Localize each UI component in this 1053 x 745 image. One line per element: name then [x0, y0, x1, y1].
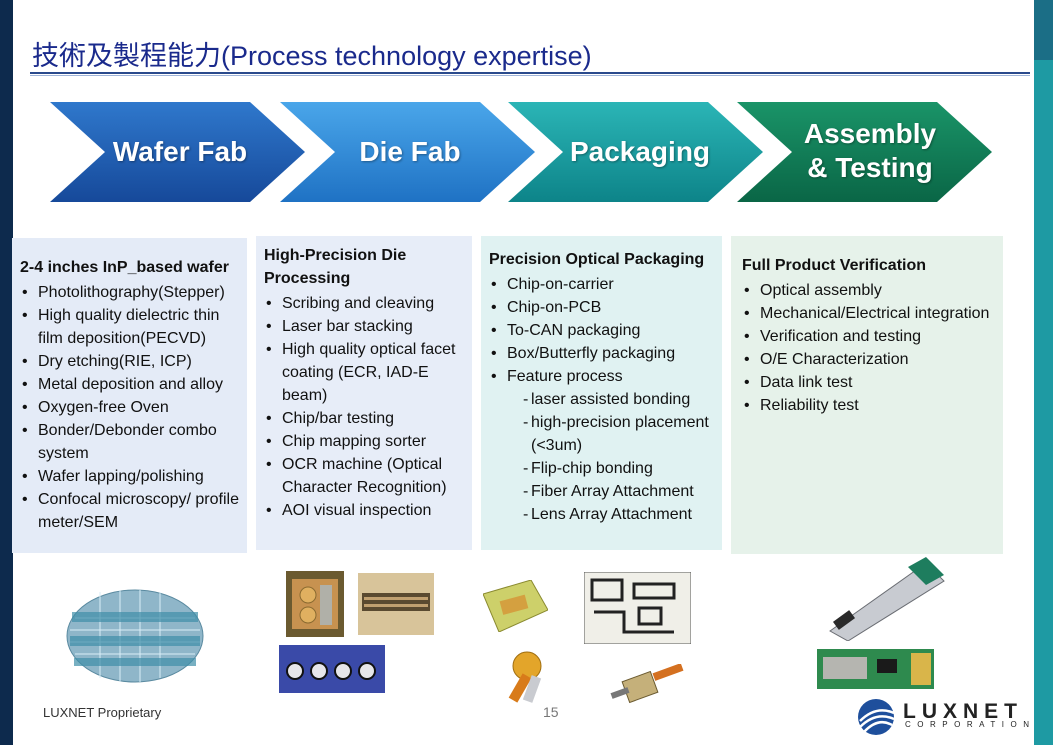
list-item: Feature process	[489, 365, 716, 388]
die-chip-image	[286, 571, 344, 637]
list-item: Photolithography(Stepper)	[20, 281, 241, 304]
list-item: Confocal microscopy/ profile meter/SEM	[20, 488, 241, 534]
proprietary-label: LUXNET Proprietary	[43, 705, 162, 720]
list-item: Box/Butterfly packaging	[489, 342, 716, 365]
pcb-assembly-image	[817, 649, 934, 689]
title-underline-thin	[30, 75, 1030, 76]
list-item: High quality dielectric thin film deposi…	[20, 304, 241, 350]
column-heading: 2-4 inches InP_based wafer	[20, 259, 229, 276]
chevron-die-fab	[280, 102, 535, 202]
list-item: Metal deposition and alloy	[20, 373, 241, 396]
list-item: Mechanical/Electrical integration	[742, 302, 997, 325]
stage-label-die-fab: Die Fab	[359, 136, 461, 167]
sub-list-item: Fiber Array Attachment	[489, 480, 716, 503]
list-item: Optical assembly	[742, 279, 997, 302]
column-packaging: Precision Optical Packaging Chip-on-carr…	[481, 236, 722, 550]
chip-on-carrier-image	[483, 580, 548, 632]
sub-list-item: Flip-chip bonding	[489, 457, 716, 480]
bullet-list: Photolithography(Stepper) High quality d…	[20, 281, 241, 534]
bullet-list: Chip-on-carrier Chip-on-PCB To-CAN packa…	[489, 273, 716, 526]
list-item: To-CAN packaging	[489, 319, 716, 342]
list-item: Verification and testing	[742, 325, 997, 348]
luxnet-logo-icon	[858, 699, 895, 735]
list-item: OCR machine (Optical Character Recogniti…	[264, 453, 466, 499]
chevron-packaging	[508, 102, 763, 202]
list-item: Chip/bar testing	[264, 407, 466, 430]
sub-list-item: high-precision placement (<3um)	[489, 411, 716, 457]
transceiver-module-image	[829, 557, 945, 641]
list-item: Oxygen-free Oven	[20, 396, 241, 419]
column-assembly-testing: Full Product Verification Optical assemb…	[731, 236, 1003, 554]
logo-wordmark: LUXNET	[903, 700, 1023, 723]
list-item: O/E Characterization	[742, 348, 997, 371]
stage-label-packaging: Packaging	[569, 136, 711, 167]
sub-list-item: laser assisted bonding	[489, 388, 716, 411]
page-number: 15	[543, 704, 559, 720]
right-accent-bar	[1034, 0, 1053, 745]
logo-subtext: CORPORATION	[905, 720, 1036, 729]
box-package-image	[610, 664, 684, 704]
list-item: Bonder/Debonder combo system	[20, 419, 241, 465]
list-item: Laser bar stacking	[264, 315, 466, 338]
list-item: Chip-on-carrier	[489, 273, 716, 296]
column-heading: Full Product Verification	[742, 257, 927, 274]
bullet-list: Optical assembly Mechanical/Electrical i…	[742, 279, 997, 417]
process-chevrons	[50, 102, 992, 202]
chip-on-pcb-image	[584, 572, 691, 644]
column-heading: High-Precision Die Processing	[264, 247, 407, 287]
sub-list-item: Lens Array Attachment	[489, 503, 716, 526]
wafer-image	[66, 589, 204, 683]
list-item: Wafer lapping/polishing	[20, 465, 241, 488]
to-can-image	[508, 651, 542, 703]
list-item: Reliability test	[742, 394, 997, 417]
right-accent-bar-top	[1034, 0, 1053, 60]
chevron-assembly-testing	[737, 102, 992, 202]
chip-array-image	[279, 645, 385, 693]
list-item: Dry etching(RIE, ICP)	[20, 350, 241, 373]
slide-title: 技術及製程能力(Process technology expertise)	[32, 41, 592, 71]
laser-bar-image	[358, 573, 434, 635]
list-item: Scribing and cleaving	[264, 292, 466, 315]
column-wafer-fab: 2-4 inches InP_based wafer Photolithogra…	[12, 238, 247, 553]
stage-label-assembly-text: Assembly& Testing	[803, 118, 937, 183]
left-accent-bar	[0, 0, 13, 745]
column-heading: Precision Optical Packaging	[489, 251, 705, 268]
stage-label-assembly-testing: Assembly& Testing	[790, 117, 950, 185]
list-item: AOI visual inspection	[264, 499, 466, 522]
column-die-fab: High-Precision Die Processing Scribing a…	[256, 236, 472, 550]
list-item: Data link test	[742, 371, 997, 394]
list-item: Chip mapping sorter	[264, 430, 466, 453]
stage-label-wafer-fab: Wafer Fab	[112, 136, 248, 167]
bullet-list: Scribing and cleaving Laser bar stacking…	[264, 292, 466, 522]
list-item: High quality optical facet coating (ECR,…	[264, 338, 466, 407]
chevron-wafer-fab	[50, 102, 305, 202]
list-item: Chip-on-PCB	[489, 296, 716, 319]
title-underline	[30, 72, 1030, 74]
